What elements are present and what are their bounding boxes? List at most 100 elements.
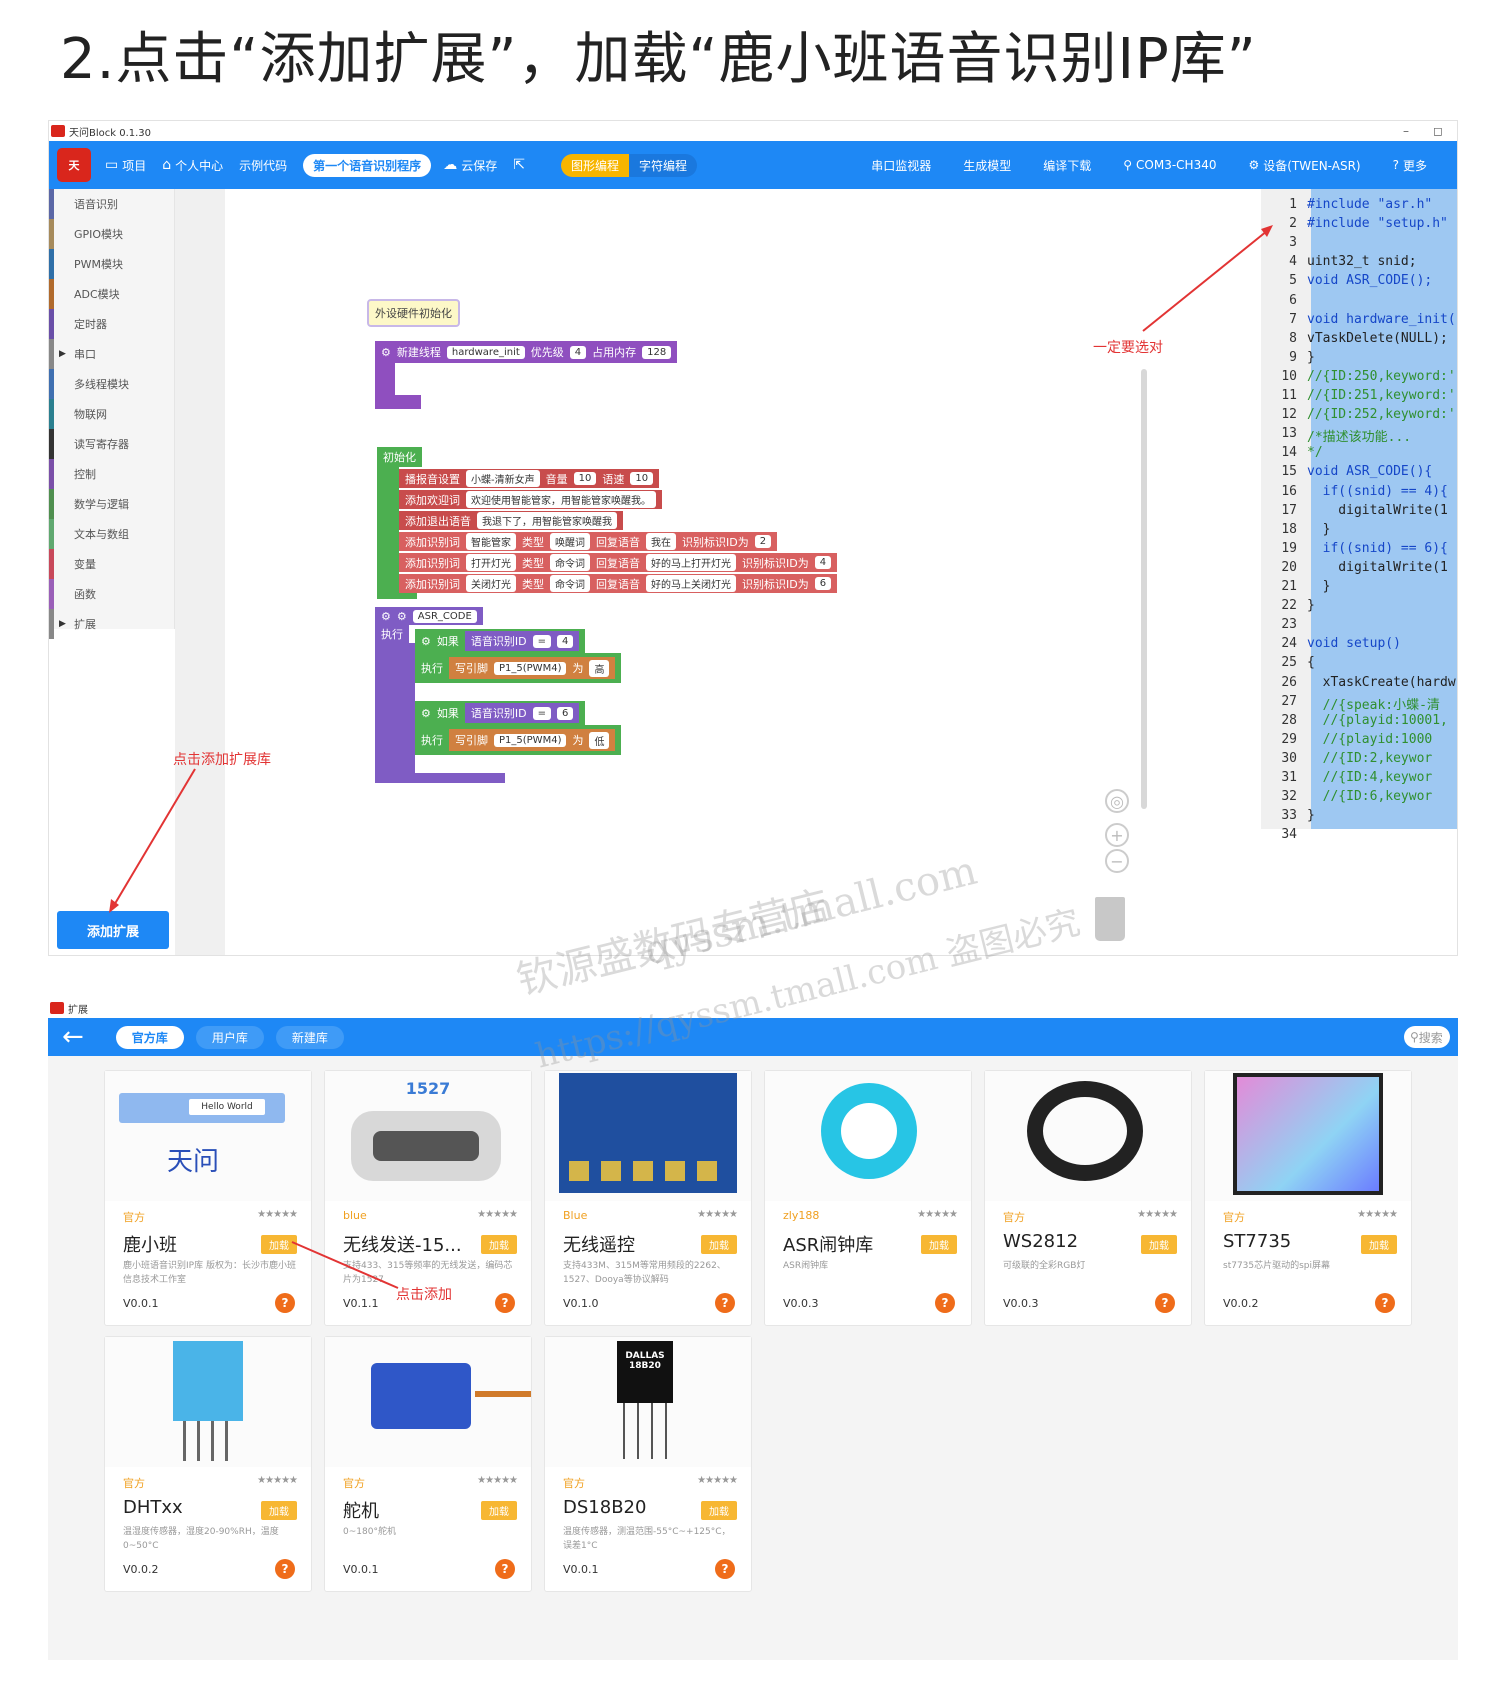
cloud-save-button[interactable]: ☁云保存 (443, 157, 498, 173)
pin-field[interactable]: P1_5(PWM4) (494, 661, 567, 675)
category-item[interactable]: ▶扩展 (49, 609, 174, 639)
category-item[interactable]: 数学与逻辑 (49, 489, 174, 519)
reply-field[interactable]: 我在 (646, 533, 676, 550)
id-field[interactable]: 6 (814, 577, 832, 590)
text-mode-tab[interactable]: 字符编程 (628, 153, 697, 177)
level-field[interactable]: 低 (589, 731, 610, 749)
load-button[interactable]: 加载 (481, 1501, 517, 1520)
id-field[interactable]: 4 (814, 556, 832, 569)
load-button[interactable]: 加载 (701, 1235, 737, 1254)
load-button[interactable]: 加载 (481, 1235, 517, 1254)
category-item[interactable]: PWM模块 (49, 249, 174, 279)
thread-name-field[interactable]: hardware_init (446, 345, 525, 359)
operator-field[interactable]: = (532, 634, 551, 648)
asr-id-block[interactable]: 语音识别ID = 4 (464, 631, 580, 651)
help-icon[interactable]: ? (275, 1293, 295, 1313)
add-extension-button[interactable]: 添加扩展 (57, 911, 169, 949)
write-pin-block[interactable]: 写引脚 P1_5(PWM4) 为 高 (449, 657, 616, 679)
library-card[interactable]: 官方 ★★★★★ 舵机 加载 0~180°舵机 V0.0.1 ? (324, 1336, 532, 1592)
help-icon[interactable]: ? (495, 1559, 515, 1579)
value-field[interactable]: 4 (556, 634, 574, 648)
help-icon[interactable]: ? (495, 1293, 515, 1313)
library-card[interactable]: DALLAS 18B20 官方 ★★★★★ DS18B20 加载 温度传感器，测… (544, 1336, 752, 1592)
reply-field[interactable]: 好的马上关闭灯光 (646, 575, 736, 592)
category-item[interactable]: ▶串口 (49, 339, 174, 369)
level-field[interactable]: 高 (589, 659, 610, 677)
id-field[interactable]: 2 (754, 535, 772, 548)
function-name-field[interactable]: ASR_CODE (412, 609, 477, 623)
help-icon[interactable]: ? (275, 1559, 295, 1579)
broadcast-setting-block[interactable]: 播报音设置 小蝶-清新女声 音量 10 语速 10 (399, 469, 660, 488)
menu-project[interactable]: ▭项目 (105, 157, 147, 173)
more-button[interactable]: ?更多 (1392, 158, 1427, 173)
exit-text-field[interactable]: 我退下了，用智能管家唤醒我 (477, 512, 617, 529)
reply-field[interactable]: 好的马上打开灯光 (646, 554, 736, 571)
category-item[interactable]: 定时器 (49, 309, 174, 339)
tab-official-library[interactable]: 官方库 (115, 1025, 184, 1049)
zoom-in-icon[interactable]: + (1105, 823, 1129, 847)
help-icon[interactable]: ? (1375, 1293, 1395, 1313)
keyword-block[interactable]: 添加识别词 智能管家 类型 唤醒词 回复语音 我在 识别标识ID为 2 (399, 532, 778, 551)
if-block[interactable]: ⚙ 如果 语音识别ID = 6 (415, 701, 586, 725)
help-icon[interactable]: ? (1155, 1293, 1175, 1313)
help-icon[interactable]: ? (715, 1559, 735, 1579)
library-card[interactable]: Blue ★★★★★ 无线遥控 加载 支持433M、315M等常用频段的2262… (544, 1070, 752, 1326)
voice-field[interactable]: 小蝶-清新女声 (466, 470, 540, 487)
keyword-block[interactable]: 添加识别词 关闭灯光 类型 命令词 回复语音 好的马上关闭灯光 识别标识ID为 … (399, 574, 838, 593)
keyword-field[interactable]: 智能管家 (466, 533, 516, 550)
tab-new-library[interactable]: 新建库 (275, 1025, 344, 1049)
exit-voice-block[interactable]: 添加退出语音 我退下了，用智能管家唤醒我 (399, 511, 623, 530)
category-item[interactable]: 变量 (49, 549, 174, 579)
library-card[interactable]: Hello World 天问 官方 ★★★★★ 鹿小班 加载 鹿小班语音识别IP… (104, 1070, 312, 1326)
trash-icon[interactable] (1095, 897, 1125, 941)
keyword-type-field[interactable]: 命令词 (550, 575, 590, 592)
menu-personal-center[interactable]: ⌂个人中心 (162, 157, 224, 173)
generate-model-button[interactable]: 生成模型 (963, 158, 1012, 173)
welcome-block[interactable]: 添加欢迎词 欢迎使用智能管家，用智能管家唤醒我。 (399, 490, 662, 509)
library-card[interactable]: 1527 blue ★★★★★ 无线发送-15... 加载 支持433、315等… (324, 1070, 532, 1326)
comment-block[interactable]: 外设硬件初始化 (367, 299, 460, 327)
library-card[interactable]: 官方 ★★★★★ ST7735 加载 st7735芯片驱动的spi屏幕 V0.0… (1204, 1070, 1412, 1326)
memory-field[interactable]: 128 (642, 345, 672, 359)
help-icon[interactable]: ? (715, 1293, 735, 1313)
load-button[interactable]: 加载 (921, 1235, 957, 1254)
help-icon[interactable]: ? (935, 1293, 955, 1313)
category-item[interactable]: 文本与数组 (49, 519, 174, 549)
back-arrow-icon[interactable]: ← (62, 1022, 84, 1052)
function-block[interactable]: ⚙ ⚙ ASR_CODE (375, 607, 483, 625)
graphic-mode-tab[interactable]: 图形编程 (560, 153, 629, 177)
compile-download-button[interactable]: 编译下载 (1043, 158, 1092, 173)
if-block[interactable]: ⚙ 如果 语音识别ID = 4 (415, 629, 586, 653)
pin-field[interactable]: P1_5(PWM4) (494, 733, 567, 747)
keyword-type-field[interactable]: 命令词 (550, 554, 590, 571)
minimize-icon[interactable]: – (1403, 124, 1410, 138)
center-icon[interactable]: ◎ (1105, 789, 1129, 813)
serial-monitor-button[interactable]: 串口监视器 (871, 158, 932, 173)
tab-user-library[interactable]: 用户库 (195, 1025, 264, 1049)
load-button[interactable]: 加载 (261, 1235, 297, 1254)
port-select[interactable]: ⚲COM3-CH340 (1123, 158, 1217, 172)
maximize-icon[interactable]: ◻ (1433, 124, 1443, 138)
keyword-type-field[interactable]: 唤醒词 (550, 533, 590, 550)
load-button[interactable]: 加载 (701, 1501, 737, 1520)
priority-field[interactable]: 4 (569, 345, 587, 359)
block-workspace[interactable]: 外设硬件初始化 ⚙ 新建线程 hardware_init 优先级 4 占用内存 … (225, 189, 1261, 955)
menu-examples[interactable]: 示例代码 (239, 158, 288, 173)
load-button[interactable]: 加载 (1141, 1235, 1177, 1254)
category-item[interactable]: 控制 (49, 459, 174, 489)
keyword-field[interactable]: 打开灯光 (466, 554, 516, 571)
category-item[interactable]: GPIO模块 (49, 219, 174, 249)
library-card[interactable]: zly188 ★★★★★ ASR闹钟库 加载 ASR闹钟库 V0.0.3 ? (764, 1070, 972, 1326)
init-block[interactable]: 初始化 (377, 447, 422, 467)
project-name-field[interactable]: 第一个语音识别程序 (303, 153, 432, 177)
asr-id-block[interactable]: 语音识别ID = 6 (464, 703, 580, 723)
volume-field[interactable]: 10 (573, 472, 597, 485)
category-item[interactable]: 语音识别 (49, 189, 174, 219)
zoom-out-icon[interactable]: − (1105, 849, 1129, 873)
keyword-field[interactable]: 关闭灯光 (466, 575, 516, 592)
speed-field[interactable]: 10 (630, 472, 654, 485)
operator-field[interactable]: = (532, 706, 551, 720)
welcome-text-field[interactable]: 欢迎使用智能管家，用智能管家唤醒我。 (466, 491, 656, 508)
category-item[interactable]: ADC模块 (49, 279, 174, 309)
category-item[interactable]: 物联网 (49, 399, 174, 429)
